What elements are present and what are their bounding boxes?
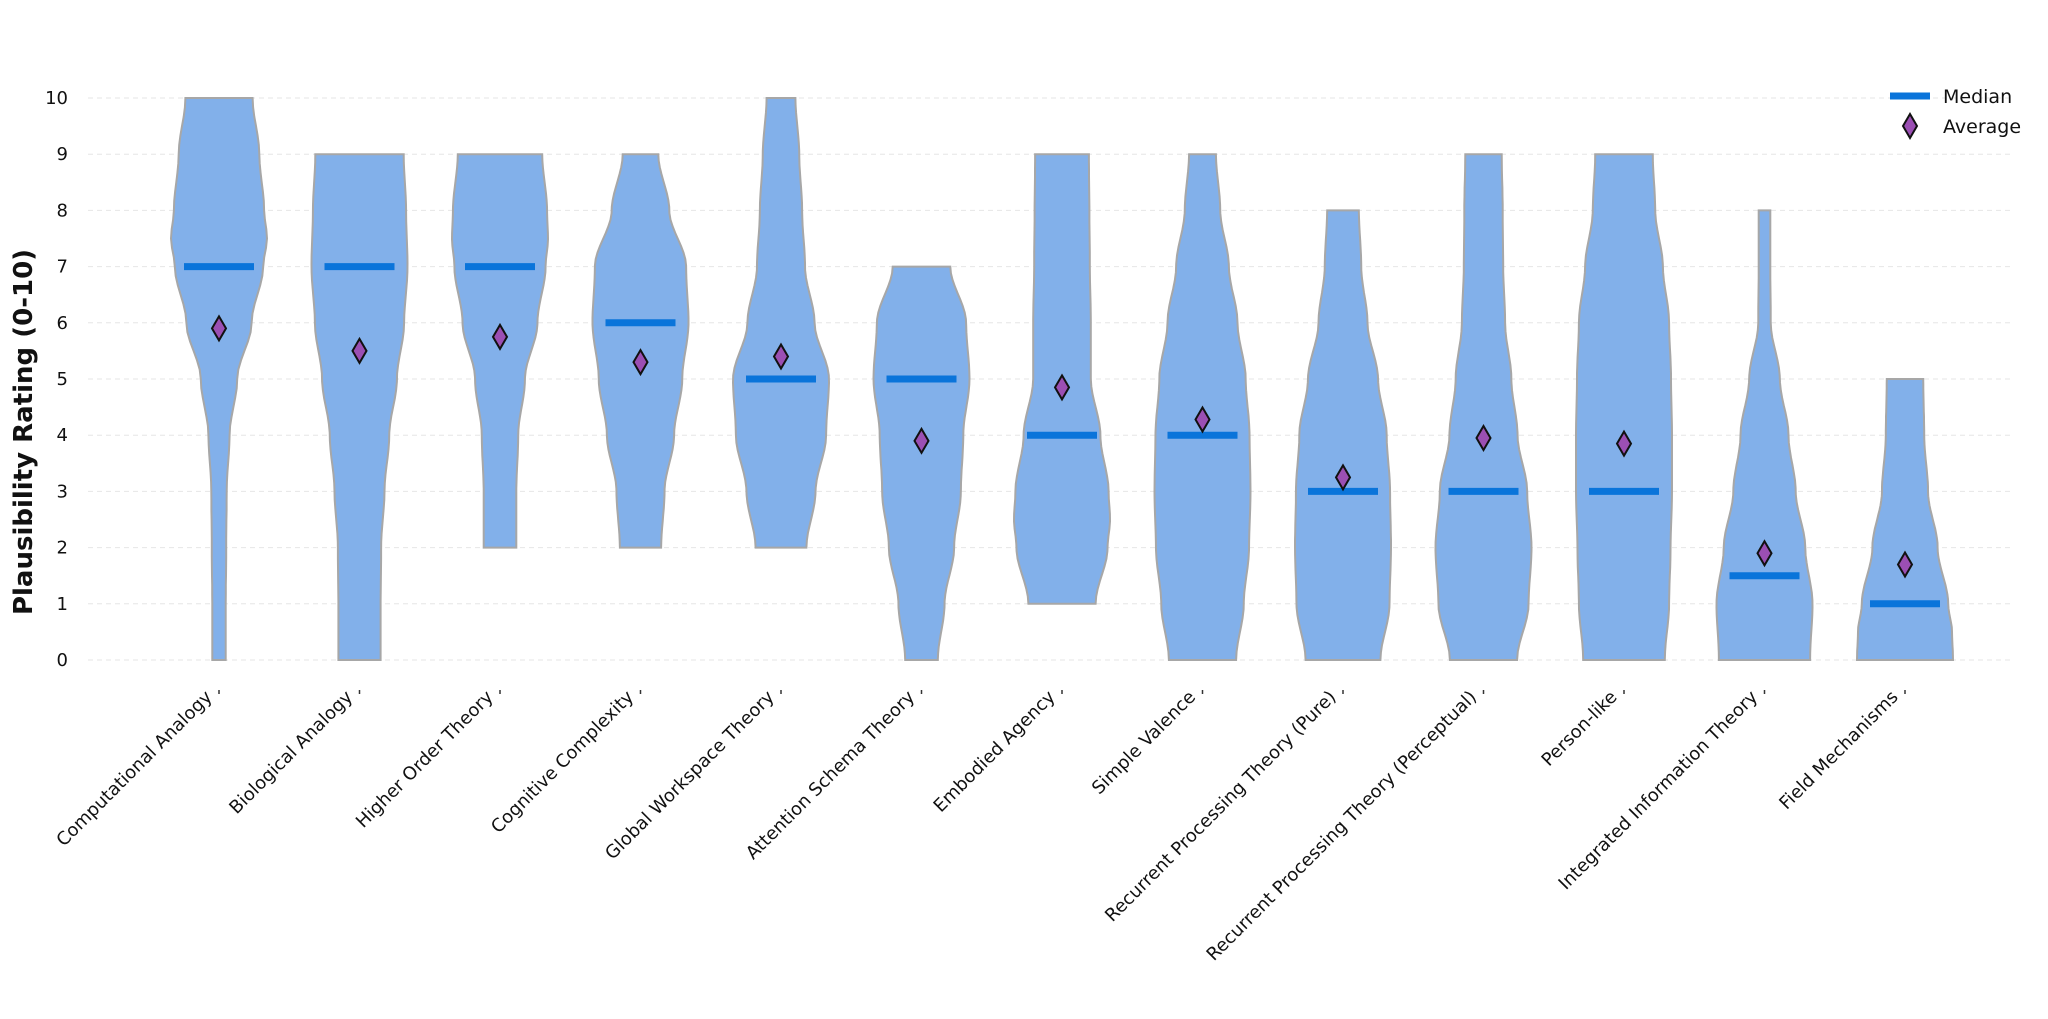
y-axis-label: Plausibility Rating (0-10) <box>9 249 39 615</box>
x-tick-label: Recurrent Processing Theory (Pure) <box>1101 687 1340 926</box>
legend-average-label: Average <box>1943 116 2021 138</box>
y-tick-label: 8 <box>57 200 68 221</box>
y-tick-label: 6 <box>57 313 68 334</box>
legend-average-swatch <box>1901 112 1919 140</box>
average-marker <box>1756 539 1773 568</box>
median-layer <box>184 263 1940 608</box>
legend: Median Average <box>1890 86 2021 140</box>
x-tick-label: Cognitive Complexity <box>487 686 638 837</box>
y-tick-label: 3 <box>57 481 68 502</box>
violin <box>872 265 971 661</box>
y-tick-label: 5 <box>57 369 68 390</box>
x-tick-label: Recurrent Processing Theory (Perceptual) <box>1203 687 1481 965</box>
average-marker <box>210 314 228 343</box>
average-marker <box>491 322 509 351</box>
violin <box>1715 209 1814 661</box>
violin <box>169 97 269 661</box>
violin <box>1855 378 1955 661</box>
violin <box>310 153 409 661</box>
average-marker <box>1615 429 1633 458</box>
x-tick-label: Biological Analogy <box>225 686 357 818</box>
violin <box>1294 209 1392 661</box>
x-tick-label: Person-like <box>1538 687 1622 771</box>
x-tick-label: Simple Valence <box>1088 687 1200 799</box>
y-tick-label: 7 <box>57 257 68 278</box>
y-tick-label: 4 <box>57 425 68 446</box>
violin <box>1434 153 1533 661</box>
average-marker <box>632 348 649 377</box>
violin <box>731 97 831 549</box>
x-tick-label: Field Mechanisms <box>1775 687 1902 814</box>
average-marker <box>1475 424 1492 452</box>
average-layer <box>210 314 1914 579</box>
average-marker <box>351 336 368 365</box>
y-tick-label: 10 <box>45 88 68 109</box>
x-tick-label: Higher Order Theory <box>352 686 498 832</box>
average-marker <box>1194 405 1211 434</box>
average-marker <box>1053 373 1071 402</box>
average-marker <box>1896 550 1914 579</box>
y-tick-label: 2 <box>57 538 68 559</box>
average-marker <box>913 426 930 455</box>
violin <box>450 153 550 549</box>
x-tick-label: Computational Analogy <box>52 686 216 850</box>
x-tick-label: Attention Schema Theory <box>742 686 919 863</box>
legend-median-label: Median <box>1943 86 2012 108</box>
y-tick-label: 1 <box>57 594 68 615</box>
x-tick-label: Embodied Agency <box>930 686 1060 816</box>
average-marker <box>1334 463 1352 492</box>
y-tick-label: 0 <box>57 650 68 671</box>
average-marker <box>772 342 790 371</box>
violin <box>1575 153 1673 661</box>
y-tick-label: 9 <box>57 144 68 165</box>
y-axis-ticks: 0 1 2 3 4 5 6 7 8 9 10 <box>45 88 68 671</box>
